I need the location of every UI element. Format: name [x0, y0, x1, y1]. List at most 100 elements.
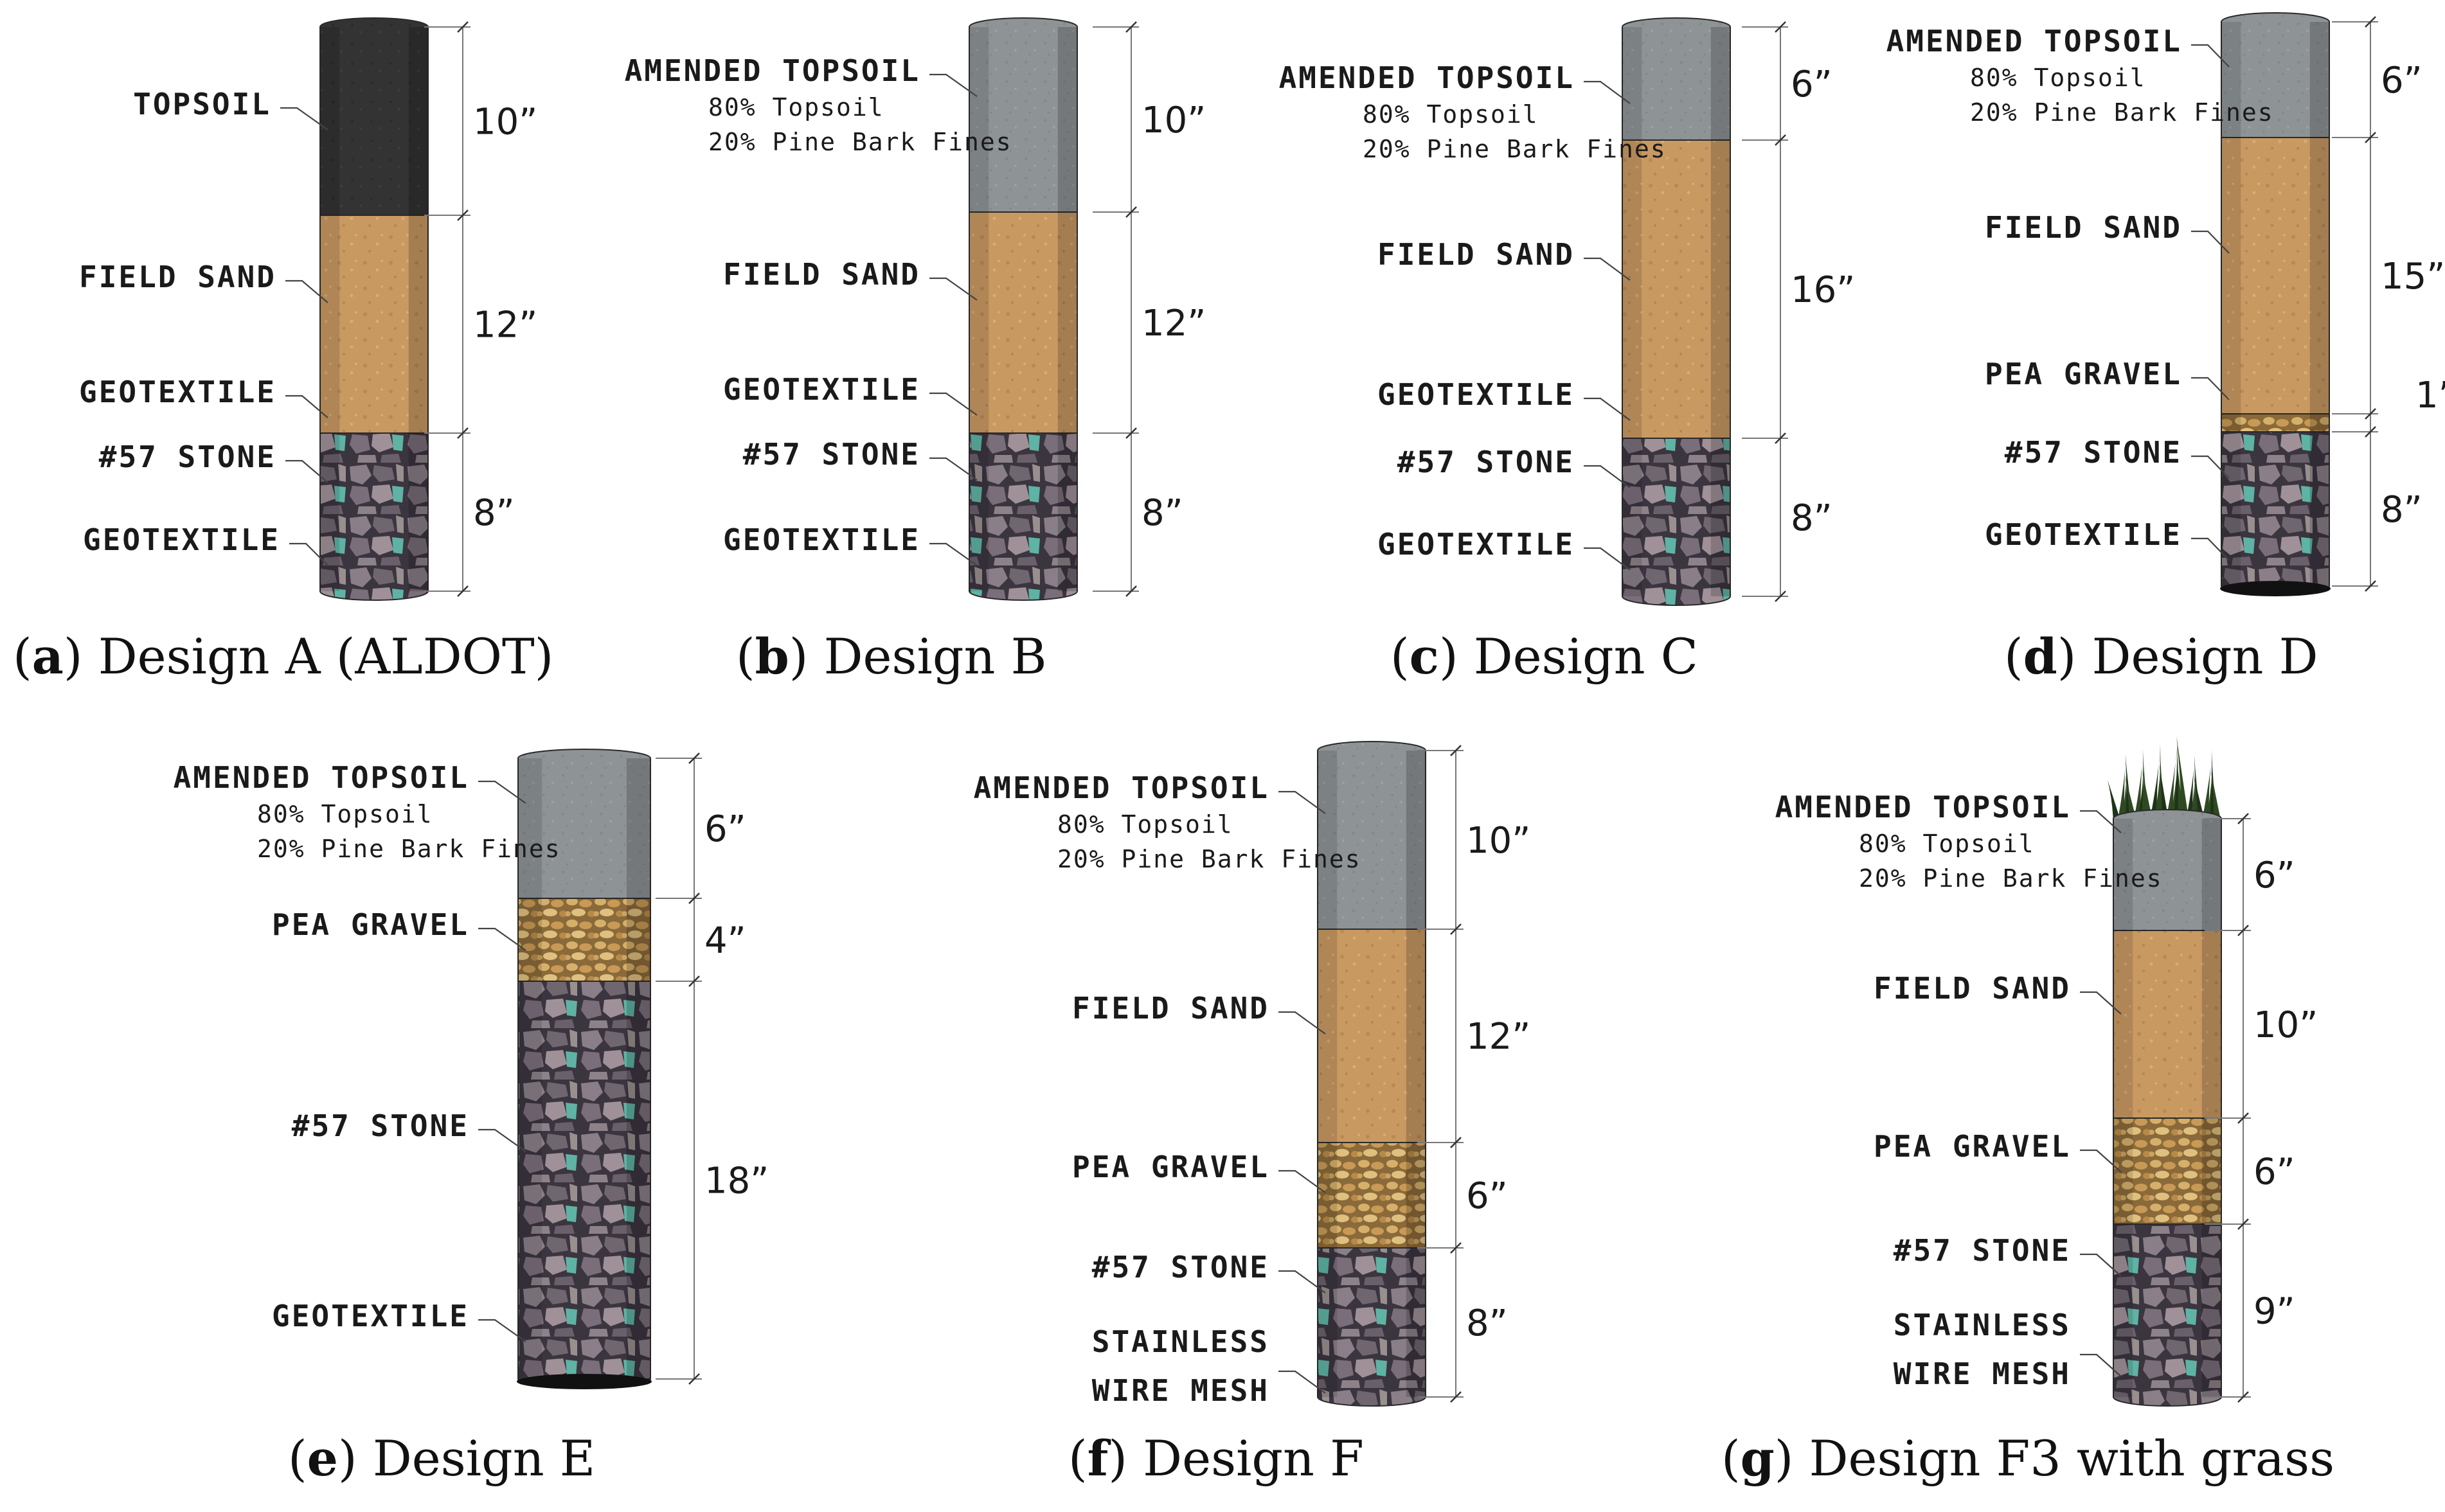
layer-stone — [1317, 1247, 1426, 1407]
column-shade-left — [2113, 819, 2133, 1397]
leader-line — [1278, 1011, 1326, 1035]
column-shade-right — [626, 758, 650, 1379]
leader-line — [2191, 537, 2230, 561]
caption-paren: ( — [1721, 1430, 1741, 1487]
panel-caption: (g) Design F3 with grass — [1721, 1430, 2334, 1487]
thickness-label: 8” — [2381, 489, 2423, 531]
label-subtext: 80% Topsoil — [1057, 810, 1233, 839]
column-shade-left — [1622, 27, 1642, 596]
leader-line — [929, 73, 978, 97]
grass-blade — [2176, 760, 2185, 823]
layer-label: GEOTEXTILE — [1377, 527, 1575, 562]
dimension-slash — [457, 427, 469, 439]
caption-text: Design F3 with grass — [1809, 1430, 2335, 1487]
caption-text: Design C — [1474, 628, 1698, 685]
layer-label: TOPSOIL — [133, 87, 271, 121]
layer-amended-topsoil — [2221, 12, 2330, 138]
leader-line — [2191, 44, 2230, 67]
dimension-slash — [457, 585, 469, 597]
dimension-slash — [1450, 1391, 1462, 1403]
layer-label: AMENDED TOPSOIL — [1775, 790, 2071, 824]
column-shade-right — [1406, 751, 1426, 1397]
leader-line — [2080, 991, 2122, 1015]
layer-label: PEA GRAVEL — [272, 907, 469, 942]
panel-caption: (e) Design E — [288, 1430, 595, 1487]
leader-line — [2080, 810, 2122, 833]
leader-line — [478, 927, 526, 951]
caption-paren: ( — [1068, 1430, 1088, 1487]
caption-paren: ) — [1108, 1430, 1143, 1487]
dimension-slash — [2365, 408, 2376, 420]
leader-line — [1584, 397, 1631, 421]
panel-caption: (c) Design C — [1390, 628, 1698, 685]
panel-caption: (a) Design A (ALDOT) — [13, 628, 553, 685]
column-shade-right — [2201, 819, 2221, 1397]
layer-label: GEOTEXTILE — [83, 522, 280, 557]
caption-paren: ) — [338, 1430, 373, 1487]
dimension-slash — [1775, 591, 1786, 602]
layer-label: #57 STONE — [292, 1108, 469, 1143]
dimension-slash — [2365, 426, 2376, 438]
dimension-slash — [1125, 427, 1137, 439]
grass-blade — [2211, 770, 2221, 823]
dimension-slash — [457, 209, 469, 221]
thickness-label: 6” — [2381, 60, 2423, 102]
layer-label: PEA GRAVEL — [1072, 1150, 1269, 1184]
leader-line — [285, 459, 328, 483]
leader-line — [1584, 257, 1631, 281]
dimension-slash — [1775, 21, 1786, 33]
column-shade-right — [1057, 27, 1077, 591]
dimension-slash — [2237, 813, 2249, 824]
grass-blade — [2165, 741, 2179, 823]
leader-line — [478, 1319, 526, 1342]
layer-label: WIRE MESH — [1092, 1373, 1269, 1408]
layer-label: FIELD SAND — [79, 260, 276, 294]
dimension-slash — [1450, 745, 1462, 756]
layer-label: PEA GRAVEL — [1985, 357, 2182, 391]
leader-line — [1278, 790, 1326, 814]
leader-line — [2191, 230, 2230, 254]
grass-blade — [2176, 736, 2190, 823]
panel-caption: (d) Design D — [2004, 628, 2318, 685]
label-subtext: 80% Topsoil — [257, 800, 433, 828]
thickness-label: 9” — [2253, 1291, 2295, 1333]
caption-text: Design A (ALDOT) — [98, 628, 554, 685]
dimension-slash — [688, 752, 700, 764]
layer-label: AMENDED TOPSOIL — [625, 53, 920, 88]
thickness-label: 10” — [2253, 1004, 2318, 1046]
leader-line — [929, 457, 978, 481]
layer-label: #57 STONE — [1397, 445, 1575, 479]
caption-paren: ( — [2004, 628, 2023, 685]
grass-blade — [2125, 754, 2133, 823]
column-shade-right — [1710, 27, 1730, 596]
caption-paren: ( — [288, 1430, 307, 1487]
grass-blade — [2193, 754, 2201, 823]
layer-stone — [2113, 1223, 2222, 1407]
leader-line — [2080, 1253, 2122, 1277]
label-subtext: 80% Topsoil — [1859, 830, 2035, 858]
thickness-label: 6” — [1466, 1175, 1508, 1217]
leader-line — [2191, 377, 2230, 400]
layer-stone — [319, 432, 429, 601]
layer-label: #57 STONE — [1894, 1233, 2071, 1268]
thickness-label: 12” — [1466, 1016, 1530, 1058]
grass-blade — [2185, 757, 2196, 823]
dimension-slash — [1450, 923, 1462, 935]
leader-line — [1278, 1170, 1326, 1193]
thickness-label: 10” — [1466, 820, 1530, 862]
column-shade-right — [408, 27, 428, 591]
leader-line — [2191, 455, 2230, 479]
thickness-label: 8” — [1791, 497, 1832, 539]
dimension-slash — [688, 975, 700, 987]
column-shade-left — [969, 27, 989, 591]
dimension-slash — [1125, 206, 1137, 218]
leader-line — [2080, 1353, 2122, 1377]
label-subtext: 80% Topsoil — [1970, 64, 2146, 92]
layer-amended-topsoil — [2113, 809, 2222, 931]
label-subtext: 20% Pine Bark Fines — [1970, 98, 2274, 127]
panel-caption: (b) Design B — [736, 628, 1046, 685]
dimension-slash — [2365, 132, 2376, 143]
